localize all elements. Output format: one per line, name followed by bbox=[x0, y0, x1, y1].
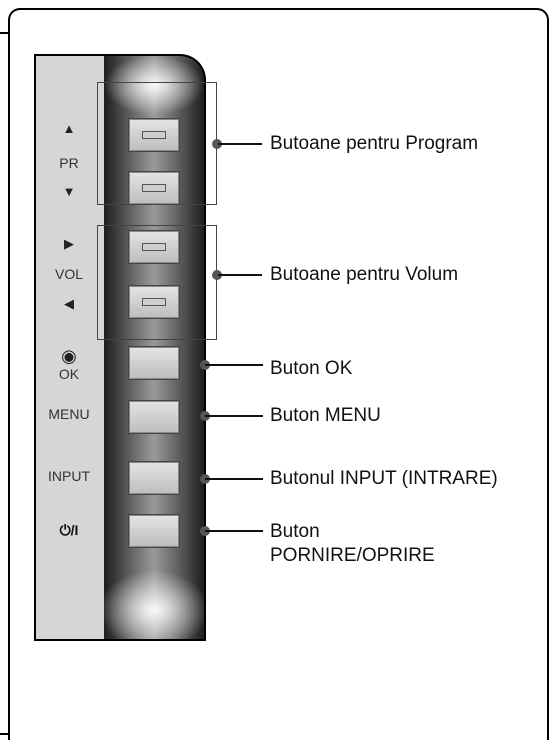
program-callout: Butoane pentru Program bbox=[270, 133, 479, 154]
menu-button[interactable] bbox=[128, 400, 180, 434]
input-callout: Butonul INPUT (INTRARE) bbox=[270, 468, 498, 489]
power-callout-line1: Buton bbox=[270, 521, 320, 542]
program-down-button[interactable] bbox=[128, 171, 180, 205]
input-button[interactable] bbox=[128, 461, 180, 495]
pr-label: PR bbox=[59, 155, 79, 171]
volume-bracket bbox=[97, 225, 217, 340]
program-bracket bbox=[97, 82, 217, 205]
menu-callout: Buton MENU bbox=[270, 405, 381, 426]
volume-leader-line bbox=[218, 274, 262, 276]
ok-callout: Buton OK bbox=[270, 358, 353, 379]
ok-label: OK bbox=[58, 366, 80, 382]
frame-tick-top bbox=[0, 32, 9, 34]
volume-up-button[interactable] bbox=[128, 230, 180, 264]
power-button[interactable] bbox=[128, 514, 180, 548]
ok-leader-line bbox=[205, 364, 263, 366]
button-slot bbox=[142, 184, 166, 192]
volume-down-button[interactable] bbox=[128, 285, 180, 319]
diagram-frame bbox=[8, 8, 549, 740]
triangle-left-icon: ◀ bbox=[64, 296, 74, 311]
input-leader-line bbox=[205, 478, 263, 480]
program-up-button[interactable] bbox=[128, 118, 180, 152]
power-callout-line2: PORNIRE/OPRIRE bbox=[270, 545, 435, 566]
triangle-up-icon: ▲ bbox=[62, 121, 76, 136]
ok-button[interactable] bbox=[128, 346, 180, 380]
triangle-right-icon: ▶ bbox=[64, 236, 74, 251]
button-slot bbox=[142, 131, 166, 139]
vol-label: VOL bbox=[54, 266, 83, 282]
button-slot bbox=[142, 298, 166, 306]
input-label: INPUT bbox=[48, 468, 90, 484]
volume-callout: Butoane pentru Volum bbox=[270, 264, 459, 285]
triangle-down-icon: ▼ bbox=[62, 184, 76, 199]
side-label-panel bbox=[34, 54, 104, 641]
ok-circle-icon: ◉ bbox=[61, 346, 77, 366]
program-leader-dot bbox=[212, 139, 222, 149]
button-slot bbox=[142, 243, 166, 251]
menu-leader-line bbox=[205, 415, 263, 417]
volume-leader-dot bbox=[212, 270, 222, 280]
power-leader-line bbox=[205, 530, 263, 532]
program-leader-line bbox=[218, 143, 262, 145]
power-icon: ⏻ bbox=[59, 522, 71, 538]
frame-tick-bottom bbox=[0, 733, 9, 735]
power-label: ⏻/I bbox=[59, 522, 79, 538]
menu-label: MENU bbox=[48, 406, 90, 422]
